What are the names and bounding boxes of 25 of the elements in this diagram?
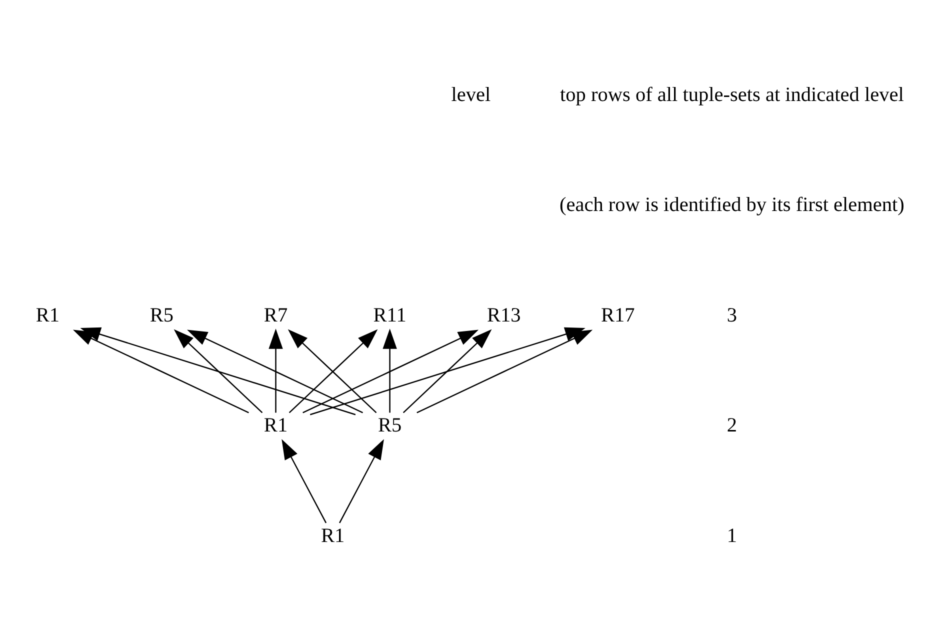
arrow	[187, 330, 364, 414]
node-text: R13	[486, 304, 521, 326]
label: top rows of all tuple-sets at indicated level	[560, 84, 904, 106]
arrow	[282, 439, 327, 524]
node-text: R1	[36, 304, 60, 326]
label: (each row is identified by its first element)	[559, 194, 904, 216]
label: 2	[726, 414, 738, 437]
node-text: R5	[378, 414, 402, 437]
arrow	[382, 328, 397, 413]
node-text: R7	[264, 304, 288, 326]
node-text: R1	[264, 414, 288, 437]
arrow	[339, 439, 384, 524]
arrow	[402, 329, 492, 414]
label: 1	[726, 524, 738, 547]
arrow	[268, 328, 283, 413]
arrow	[174, 329, 263, 414]
arrow	[416, 330, 593, 414]
node-text: R17	[601, 304, 635, 326]
node-text: R1	[320, 524, 345, 547]
node-text: R5	[150, 304, 174, 326]
node-text: R11	[373, 304, 406, 326]
arrow	[80, 327, 356, 416]
label: 3	[726, 304, 738, 326]
arrow	[302, 330, 479, 414]
label: level	[451, 84, 491, 106]
